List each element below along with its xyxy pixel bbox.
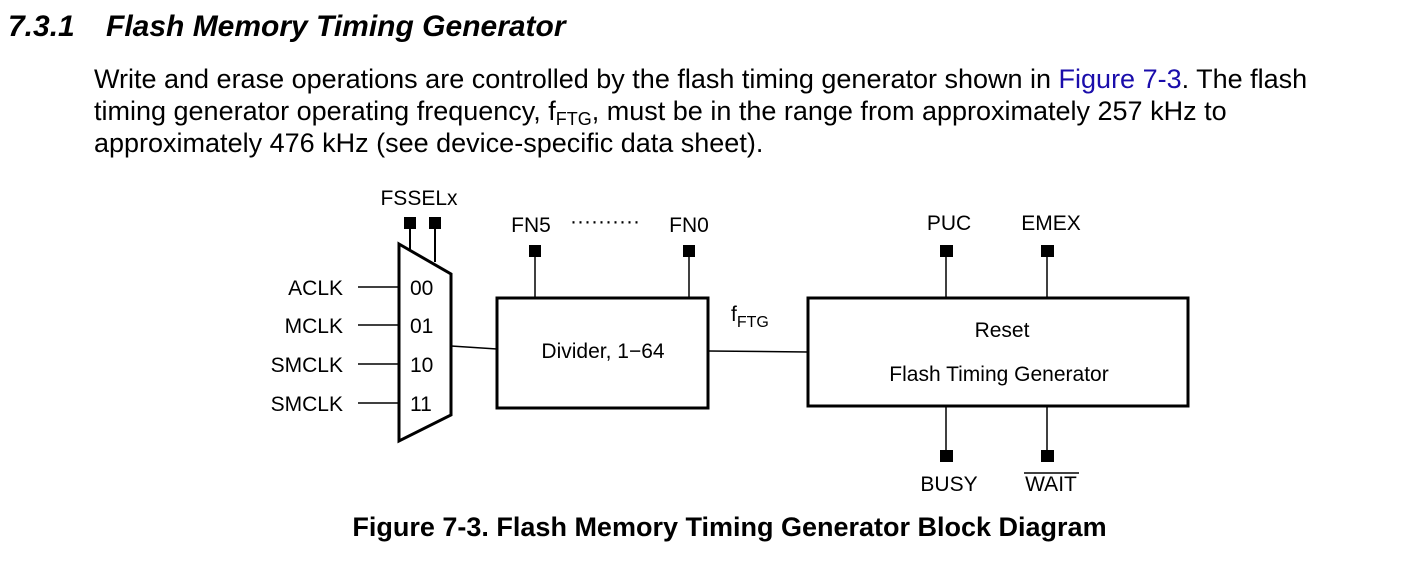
- mux-out-wire: [450, 345, 498, 350]
- select-pin-2: [429, 217, 441, 229]
- puc-pin: [940, 245, 953, 257]
- mux-code: 01: [410, 315, 433, 338]
- divider-block: [495, 296, 710, 410]
- busy-pin: [940, 450, 953, 462]
- fn0-pin: [683, 245, 695, 257]
- para-subscript: FTG: [555, 109, 592, 129]
- para-text: Write and erase operations are controlle…: [94, 64, 1059, 94]
- para-text: timing generator operating frequency, f: [94, 96, 556, 126]
- mux-select-label: FSSELx: [380, 187, 458, 210]
- mux-code: 00: [410, 277, 433, 300]
- multiplexer: [397, 241, 453, 444]
- input-label-mclk: MCLK: [285, 315, 343, 338]
- input-label-aclk: ACLK: [288, 277, 343, 300]
- timing-generator-block: [806, 296, 1190, 408]
- input-label-smclk: SMCLK: [271, 354, 343, 377]
- emex-pin: [1041, 245, 1054, 257]
- divider-label: Divider, 1−64: [541, 340, 664, 363]
- para-line-3: approximately 476 kHz (see device-specif…: [94, 128, 764, 158]
- fn5-pin: [529, 245, 541, 257]
- mux-code: 11: [410, 393, 432, 416]
- section-number: 7.3.1: [8, 10, 75, 43]
- wait-label: WAIT: [1025, 473, 1077, 496]
- figure-link[interactable]: Figure 7-3: [1058, 64, 1182, 94]
- fftg-wire: [707, 350, 809, 353]
- emex-label: EMEX: [1021, 212, 1081, 235]
- fftg-label: fFTG: [731, 303, 769, 331]
- body-paragraph: Write and erase operations are controlle…: [94, 63, 1404, 159]
- figure-caption: Figure 7-3. Flash Memory Timing Generato…: [352, 512, 1107, 542]
- puc-label: PUC: [927, 212, 971, 235]
- reset-label: Reset: [975, 319, 1030, 342]
- wait-pin: [1041, 450, 1054, 462]
- select-pin-1: [404, 217, 416, 229]
- para-text: , must be in the range from approximatel…: [591, 96, 1227, 126]
- section-title: Flash Memory Timing Generator: [106, 10, 566, 43]
- para-line-2: timing generator operating frequency, fF…: [94, 95, 1404, 129]
- section-heading: 7.3.1 Flash Memory Timing Generator: [8, 10, 566, 44]
- busy-label: BUSY: [920, 473, 977, 496]
- para-text: . The flash: [1181, 64, 1308, 94]
- mux-code: 10: [410, 354, 433, 377]
- fn0-label: FN0: [669, 214, 709, 237]
- input-label-smclk: SMCLK: [271, 393, 343, 416]
- fn-dots: ··········: [570, 210, 640, 233]
- para-line-1: Write and erase operations are controlle…: [94, 63, 1404, 95]
- fn5-label: FN5: [511, 214, 551, 237]
- generator-label: Flash Timing Generator: [889, 363, 1108, 386]
